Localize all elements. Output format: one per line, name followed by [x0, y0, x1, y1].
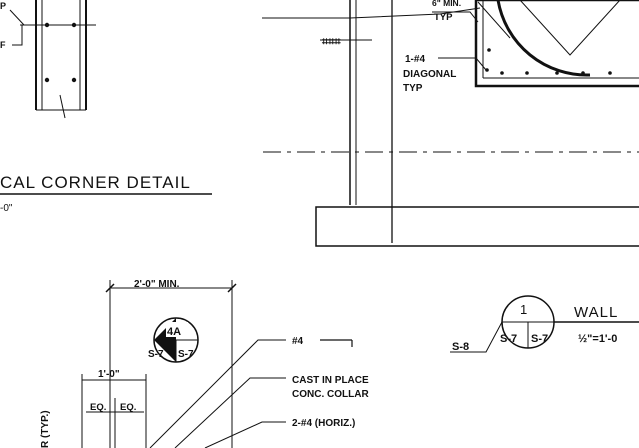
rebar-dot: [44, 77, 50, 83]
callout-cast-in-place: CAST IN PLACE: [292, 375, 369, 386]
rebar-dot: [581, 71, 585, 75]
eq-left: EQ.: [90, 402, 106, 413]
callout-bar4: #4: [292, 336, 304, 347]
dim-2ft-min: 2'-0" MIN.: [134, 279, 180, 290]
wall-ref-sheet: S-8: [452, 341, 469, 353]
break-symbol: ⌗⌗⌗: [321, 36, 341, 48]
callout-conc-collar: CONC. COLLAR: [292, 389, 369, 400]
section-4a-number: 4A: [167, 326, 181, 338]
rebar-dot: [608, 71, 612, 75]
corner-detail-title: CAL CORNER DETAIL: [0, 173, 191, 192]
rebar-1-4-label: 1-#4: [405, 54, 425, 65]
vertical-typ-label: R (TYP.): [40, 410, 51, 448]
collar-detail: 2'-0" MIN. 4A S-7 S-7 1'-0" EQ. EQ. R (T…: [40, 279, 369, 448]
corner-detail-member: P F: [0, 0, 96, 119]
opening-frame: [474, 0, 639, 88]
rebar-dot: [525, 71, 529, 75]
typ-top-label: TYP: [434, 12, 453, 23]
section-4a-sheet-right: S-7: [178, 349, 194, 360]
rebar-dot: [500, 71, 504, 75]
rebar-dot: [71, 77, 77, 83]
wall-title: WALL: [574, 304, 618, 321]
rebar-dot: [555, 71, 559, 75]
rebar-dot: [44, 22, 50, 28]
wall-bubble-sheet-left: S-7: [500, 333, 517, 345]
rebar-dot: [71, 22, 77, 28]
footing: [315, 206, 639, 247]
wall-elevation: ⌗⌗⌗ 6" MIN. TYP 1-#4 DIAGONAL TYP: [262, 0, 639, 247]
eq-right: EQ.: [120, 402, 136, 413]
circular-opening: [496, 0, 591, 77]
wall-bubble-number: 1: [520, 302, 527, 317]
min-top-label: 6" MIN.: [432, 0, 461, 8]
f-mark-label: F: [0, 40, 6, 50]
callout-horiz: 2-#4 (HORIZ.): [292, 418, 355, 429]
p-mark-label: P: [0, 1, 6, 11]
rebar-dot: [487, 48, 491, 52]
rebar-dot: [485, 68, 489, 72]
wall-scale: ½"=1'-0: [578, 333, 617, 345]
wall-section-reference: 1 S-7 S-7 S-8 WALL ½"=1'-0: [450, 295, 639, 353]
wall-bubble-sheet-right: S-7: [531, 333, 548, 345]
dim-1ft: 1'-0": [98, 369, 120, 380]
typ-diag-label: TYP: [403, 83, 423, 94]
diagonal-label: DIAGONAL: [403, 69, 456, 80]
corner-detail-scale: -0": [0, 203, 13, 214]
section-4a-sheet-left: S-7: [148, 349, 164, 360]
